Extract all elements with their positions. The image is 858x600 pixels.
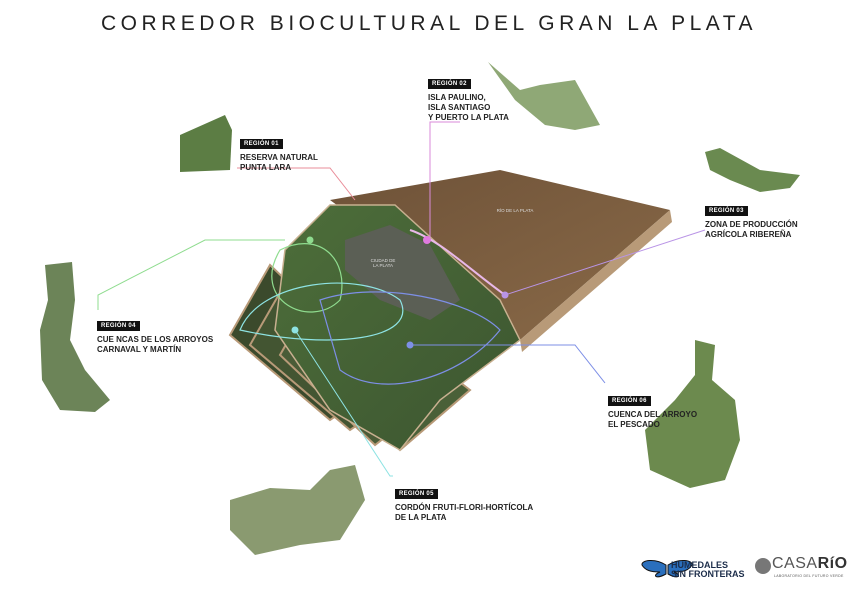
region-name-line: CORDÓN FRUTI-FLORI-HORTÍCOLA bbox=[395, 503, 534, 512]
region-name-line: CARNAVAL Y MARTÍN bbox=[97, 345, 182, 354]
thumbnail-region-01 bbox=[180, 115, 232, 172]
thumbnail-region-05 bbox=[230, 465, 365, 555]
leader-line-region-05 bbox=[294, 329, 393, 477]
leader-line-region-01 bbox=[237, 167, 356, 201]
region-name-line: Y PUERTO LA PLATA bbox=[428, 113, 509, 122]
region-badge: REGIÓN 01 bbox=[240, 139, 283, 149]
layer-stack bbox=[228, 170, 672, 452]
leader-line-region-04 bbox=[97, 239, 285, 310]
region-badge: REGIÓN 06 bbox=[608, 396, 651, 406]
leader-line-region-03 bbox=[504, 229, 706, 296]
region-name-line: AGRÍCOLA RIBEREÑA bbox=[705, 230, 792, 239]
river-layer bbox=[330, 170, 670, 340]
casario-logo-subtitle: LABORATORIO DEL FUTURO VERDE bbox=[774, 574, 844, 578]
region-name-line: EL PESCADO bbox=[608, 420, 660, 429]
thumbnail-region-02 bbox=[488, 62, 600, 130]
city-label: CIUDAD DE LA PLATA bbox=[370, 258, 396, 268]
region-badge: REGIÓN 04 bbox=[97, 321, 140, 331]
region-name-line: ISLA PAULINO, bbox=[428, 93, 486, 102]
thumbnail-region-06 bbox=[645, 340, 740, 488]
region-name-line: CUE NCAS DE LOS ARROYOS bbox=[97, 335, 214, 344]
leader-line-region-02 bbox=[429, 121, 460, 240]
casario-logo-text: CASARíO bbox=[772, 555, 848, 572]
region-badge: REGIÓN 02 bbox=[428, 79, 471, 89]
page-title: CORREDOR BIOCULTURAL DEL GRAN LA PLATA bbox=[100, 12, 758, 35]
region-name-line: RESERVA NATURAL bbox=[240, 153, 318, 162]
thumbnail-region-04 bbox=[40, 262, 110, 412]
leader-line-region-06 bbox=[410, 344, 606, 384]
region-badge: REGIÓN 03 bbox=[705, 206, 748, 216]
region-name-line: CUENCA DEL ARROYO bbox=[608, 410, 698, 419]
thumbnail-region-03 bbox=[705, 148, 800, 192]
region-badge: REGIÓN 05 bbox=[395, 489, 438, 499]
region-name-line: DE LA PLATA bbox=[395, 513, 447, 522]
river-label: RÍO DE LA PLATA bbox=[496, 208, 534, 213]
region-name-line: PUNTA LARA bbox=[240, 163, 292, 172]
butterfly-logo-icon bbox=[641, 560, 693, 578]
region-name-line: ZONA DE PRODUCCIÓN bbox=[705, 220, 798, 229]
region-name-line: ISLA SANTIAGO bbox=[428, 103, 491, 112]
casario-logo-icon bbox=[755, 558, 771, 574]
land-layer bbox=[274, 204, 521, 451]
city-area bbox=[345, 225, 460, 320]
